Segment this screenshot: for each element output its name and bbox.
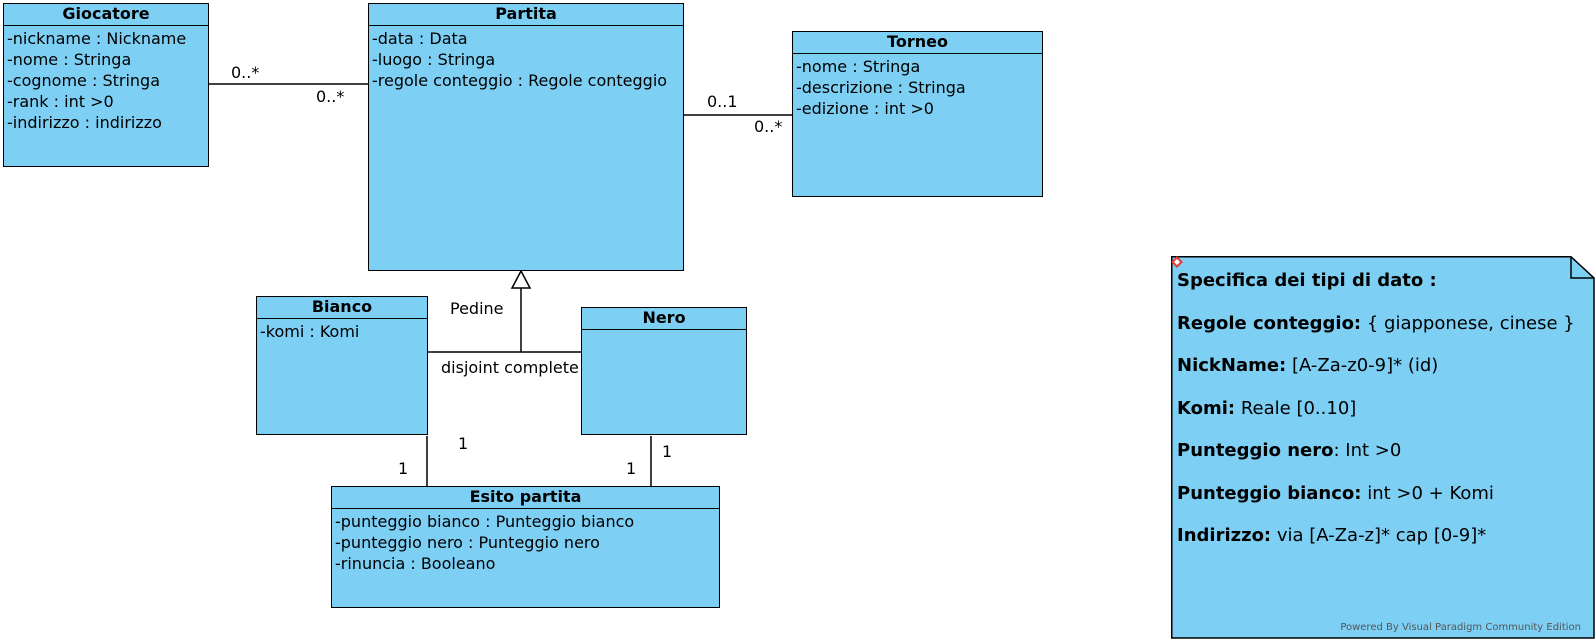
note-entry-value: via [A-Za-z]* cap [0-9]*: [1271, 525, 1487, 546]
generalization-constraint-label: disjoint complete: [441, 358, 579, 377]
class-torneo[interactable]: Torneo -nome : Stringa -descrizione : St…: [792, 31, 1043, 197]
multiplicity-partita-giocatore: 0..*: [316, 87, 345, 106]
attribute: -punteggio bianco : Punteggio bianco: [335, 512, 635, 531]
attribute: -nickname : Nickname: [7, 29, 187, 48]
note-entry: Indirizzo: via [A-Za-z]* cap [0-9]*: [1177, 515, 1575, 558]
attribute-list: -data : Data -luogo : Stringa -regole co…: [369, 26, 683, 91]
class-name: Bianco: [257, 297, 427, 319]
note-entry-value: : Int >0: [1333, 440, 1402, 461]
attribute: -komi : Komi: [260, 322, 360, 341]
multiplicity-giocatore: 0..*: [231, 63, 260, 82]
class-name: Giocatore: [4, 4, 208, 26]
generalization-role-label: Pedine: [450, 299, 504, 318]
attribute-list: -punteggio bianco : Punteggio bianco -pu…: [332, 509, 719, 574]
note-entry: Punteggio bianco: int >0 + Komi: [1177, 473, 1575, 516]
attribute: -punteggio nero : Punteggio nero: [335, 533, 600, 552]
class-name: Torneo: [793, 32, 1042, 54]
note-entry-key: Punteggio bianco:: [1177, 482, 1362, 504]
attribute-list: -komi : Komi: [257, 319, 427, 342]
attribute: -regole conteggio : Regole conteggio: [372, 71, 668, 90]
note-entry-key: Indirizzo:: [1177, 525, 1272, 546]
generalization-arrowhead: [510, 269, 532, 289]
class-name: Partita: [369, 4, 683, 26]
class-esito-partita[interactable]: Esito partita -punteggio bianco : Punteg…: [331, 486, 720, 608]
class-name: Nero: [582, 308, 746, 330]
note-entry-key: Komi:: [1177, 397, 1236, 419]
multiplicity-nero: 1: [662, 442, 673, 461]
visual-paradigm-logo-icon: [1171, 256, 1183, 268]
attribute: -rinuncia : Booleano: [335, 554, 496, 573]
attribute-list: [582, 330, 746, 332]
class-nero[interactable]: Nero: [581, 307, 747, 435]
note-entry: Punteggio nero: Int >0: [1177, 430, 1575, 473]
note-entry-key: NickName:: [1177, 355, 1287, 376]
note-entry-value: int >0 + Komi: [1361, 482, 1494, 504]
attribute: -nome : Stringa: [796, 57, 921, 76]
attribute: -indirizzo : indirizzo: [7, 113, 162, 132]
multiplicity-torneo: 0..*: [754, 117, 783, 136]
attribute: -edizione : int >0: [796, 99, 934, 118]
note-shape: [1171, 256, 1595, 639]
attribute: -nome : Stringa: [7, 50, 132, 69]
datatype-note[interactable]: Specifica dei tipi di dato : Regole cont…: [1171, 256, 1595, 639]
multiplicity-esito-bianco: 1: [398, 459, 409, 478]
watermark-text: Powered By Visual Paradigm Community Edi…: [1340, 622, 1581, 633]
note-entry-value: Reale [0..10]: [1235, 397, 1357, 419]
note-entry-value: [A-Za-z0-9]* (id): [1286, 355, 1439, 376]
note-entry-key: Punteggio nero: [1177, 440, 1334, 461]
attribute-list: -nickname : Nickname -nome : Stringa -co…: [4, 26, 208, 133]
multiplicity-bianco: 1: [458, 434, 469, 453]
attribute-list: -nome : Stringa -descrizione : Stringa -…: [793, 54, 1042, 119]
note-title: Specifica dei tipi di dato :: [1177, 270, 1437, 291]
attribute: -cognome : Stringa: [7, 71, 160, 90]
multiplicity-partita-torneo: 0..1: [707, 92, 738, 111]
note-entry: Komi: Reale [0..10]: [1177, 388, 1575, 431]
class-name: Esito partita: [332, 487, 719, 509]
note-entry-key: Regole conteggio:: [1177, 312, 1362, 334]
class-partita[interactable]: Partita -data : Data -luogo : Stringa -r…: [368, 3, 684, 271]
note-entry-value: { giapponese, cinese }: [1361, 312, 1575, 334]
note-entry: NickName: [A-Za-z0-9]* (id): [1177, 345, 1575, 388]
note-text: Specifica dei tipi di dato : Regole cont…: [1177, 260, 1575, 558]
note-entry: Regole conteggio: { giapponese, cinese }: [1177, 303, 1575, 346]
attribute: -descrizione : Stringa: [796, 78, 966, 97]
attribute: -data : Data: [372, 29, 468, 48]
attribute: -rank : int >0: [7, 92, 114, 111]
attribute: -luogo : Stringa: [372, 50, 496, 69]
class-giocatore[interactable]: Giocatore -nickname : Nickname -nome : S…: [3, 3, 209, 167]
multiplicity-esito-nero: 1: [626, 459, 637, 478]
class-bianco[interactable]: Bianco -komi : Komi: [256, 296, 428, 435]
